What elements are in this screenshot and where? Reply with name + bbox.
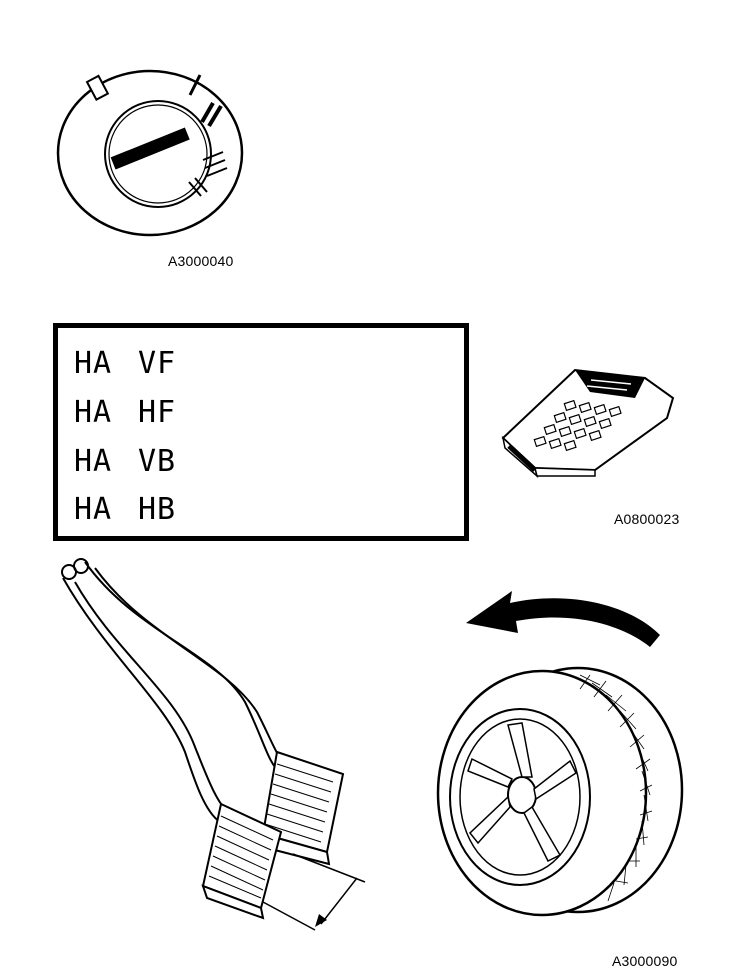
code-row: HA HF (74, 395, 176, 430)
code-prefix: HA (74, 492, 113, 527)
code-row: HA VB (74, 444, 176, 479)
code-prefix: HA (74, 395, 113, 430)
code-row: HA HB (74, 492, 176, 527)
tool-figure-code: A0800023 (614, 511, 680, 527)
wheel-illustration (436, 591, 684, 917)
code-suffix: HB (138, 492, 177, 527)
pedals-illustration (61, 558, 366, 931)
code-suffix: VF (138, 346, 177, 381)
code-suffix: HF (138, 395, 177, 430)
code-table-box: HA VF HA HF HA VB HA HB (53, 323, 469, 541)
code-row: HA VF (74, 346, 176, 381)
wheel-figure-code: A3000090 (612, 953, 678, 969)
ignition-switch-illustration (56, 69, 244, 237)
ignition-figure-code: A3000040 (168, 253, 234, 269)
code-suffix: VB (138, 444, 177, 479)
diagnostic-tool-illustration (501, 368, 675, 478)
code-prefix: HA (74, 346, 113, 381)
code-prefix: HA (74, 444, 113, 479)
